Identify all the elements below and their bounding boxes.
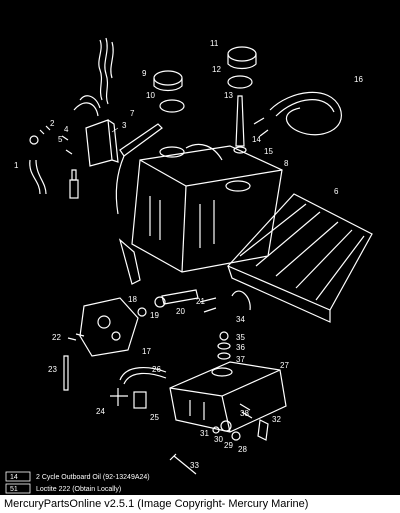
copyright-footer: MercuryPartsOnline v2.5.1 (Image Copyrig…: [0, 495, 400, 513]
legend-item-loctite: 51 Loctite 222 (Obtain Locally): [5, 483, 121, 494]
callout-32: 32: [272, 415, 281, 424]
valve-parts-18: [118, 238, 199, 317]
callout-10: 10: [146, 91, 155, 100]
callout-26: 26: [152, 365, 161, 374]
callout-15: 15: [264, 147, 273, 156]
wire-basket-6: [226, 193, 373, 323]
fill-cap-11: [227, 46, 257, 89]
legend-text-oil: 2 Cycle Outboard Oil (92-13249A24): [36, 474, 150, 481]
callout-20: 20: [176, 307, 185, 316]
callout-29: 29: [224, 441, 233, 450]
callout-35: 35: [236, 333, 245, 342]
tank-cap-9: [153, 70, 185, 113]
callout-6: 6: [334, 187, 339, 196]
callout-27: 27: [280, 361, 289, 370]
callout-18: 18: [128, 295, 137, 304]
callout-3: 3: [122, 121, 127, 130]
exploded-parts-diagram: 1 2 3 4 5 6 7 8 9 10 11 12 13 14 15 16 1…: [0, 0, 400, 495]
wiring-harness: [73, 37, 114, 117]
pickup-tube-13: [233, 95, 247, 154]
callout-7: 7: [130, 109, 135, 118]
callout-38: 38: [240, 409, 249, 418]
legend-code-loctite: 51: [10, 486, 18, 493]
legend: 14 2 Cycle Outboard Oil (92-13249A24) 51…: [5, 471, 150, 494]
sensor-wire-34: [199, 290, 251, 360]
sensor-module-3: [85, 119, 119, 167]
callout-36: 36: [236, 343, 245, 352]
pump-assembly-17: [67, 297, 139, 357]
callout-labels: 1 2 3 4 5 6 7 8 9 10 11 12 13 14 15 16 1…: [14, 39, 363, 470]
callout-22: 22: [52, 333, 61, 342]
hose-16: [253, 91, 342, 137]
callout-21: 21: [196, 297, 205, 306]
callout-37: 37: [236, 355, 245, 364]
lower-small-parts: [169, 403, 269, 475]
legend-code-oil: 14: [10, 474, 18, 481]
remote-tank-27: [169, 361, 287, 433]
small-fasteners-left: [29, 125, 79, 199]
legend-text-loctite: Loctite 222 (Obtain Locally): [36, 486, 121, 493]
callout-16: 16: [354, 75, 363, 84]
callout-17: 17: [142, 347, 151, 356]
callout-24: 24: [96, 407, 105, 416]
callout-9: 9: [142, 69, 147, 78]
callout-25: 25: [150, 413, 159, 422]
callout-23: 23: [48, 365, 57, 374]
tank-strap-7: [115, 123, 163, 215]
bolts-23: [63, 355, 147, 409]
hose-26: [119, 367, 167, 385]
callout-31: 31: [200, 429, 209, 438]
callout-34: 34: [236, 315, 245, 324]
callout-8: 8: [284, 159, 289, 168]
callout-4: 4: [64, 125, 69, 134]
callout-1: 1: [14, 161, 19, 170]
callout-13: 13: [224, 91, 233, 100]
callout-33: 33: [190, 461, 199, 470]
callout-14: 14: [252, 135, 261, 144]
callout-2: 2: [50, 119, 55, 128]
callout-5: 5: [58, 135, 63, 144]
legend-item-oil: 14 2 Cycle Outboard Oil (92-13249A24): [5, 471, 150, 482]
callout-28: 28: [238, 445, 247, 454]
callout-11: 11: [210, 39, 219, 48]
callout-12: 12: [212, 65, 221, 74]
callout-19: 19: [150, 311, 159, 320]
callout-30: 30: [214, 435, 223, 444]
